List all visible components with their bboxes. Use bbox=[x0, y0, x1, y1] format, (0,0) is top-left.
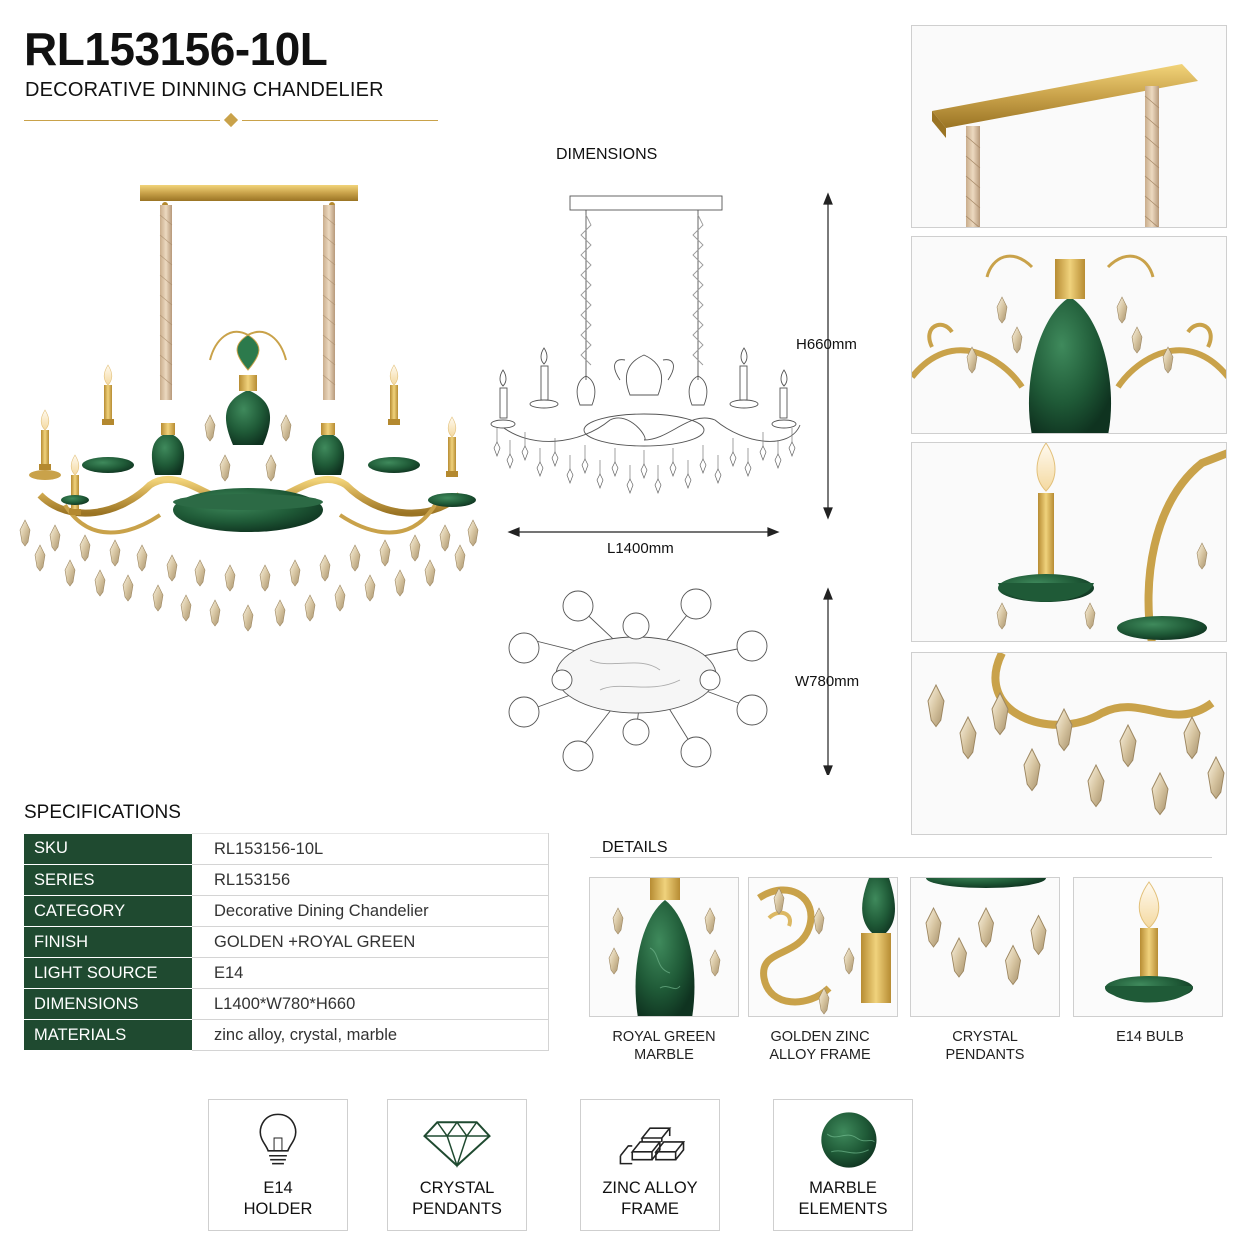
product-title: RL153156-10L bbox=[24, 23, 328, 75]
feature-card-zinc: ZINC ALLOY FRAME bbox=[580, 1099, 720, 1231]
dimensions-heading: DIMENSIONS bbox=[556, 146, 658, 163]
spec-key: CATEGORY bbox=[24, 895, 192, 927]
detail-card-bulb bbox=[1073, 877, 1223, 1017]
feature-card-marble: MARBLE ELEMENTS bbox=[773, 1099, 913, 1231]
divider-diamond-icon bbox=[223, 112, 239, 128]
detail-label-bulb: E14 BULB bbox=[1116, 1029, 1184, 1045]
bulb-icon bbox=[259, 1113, 297, 1165]
spec-key: MATERIALS bbox=[24, 1019, 192, 1051]
details-heading: DETAILS bbox=[602, 839, 668, 856]
feature-label: CRYSTAL PENDANTS bbox=[412, 1179, 502, 1218]
spec-value: Decorative Dining Chandelier bbox=[192, 895, 549, 927]
spec-key: DIMENSIONS bbox=[24, 988, 192, 1020]
closeup-marble-column-photo bbox=[911, 236, 1227, 434]
detail-label-frame: GOLDEN ZINC ALLOY FRAME bbox=[769, 1029, 871, 1063]
spec-value: L1400*W780*H660 bbox=[192, 988, 549, 1020]
spec-value: zinc alloy, crystal, marble bbox=[192, 1019, 549, 1051]
detail-label-marble: ROYAL GREEN MARBLE bbox=[612, 1029, 716, 1063]
feature-card-crystal: CRYSTAL PENDANTS bbox=[387, 1099, 527, 1231]
closeup-crystal-pendants-photo bbox=[911, 652, 1227, 835]
spec-value: RL153156 bbox=[192, 864, 549, 896]
spec-key: FINISH bbox=[24, 926, 192, 958]
product-subtitle: DECORATIVE DINNING CHANDELIER bbox=[25, 79, 384, 101]
chandelier-main-photo bbox=[19, 185, 479, 632]
feature-card-holder: E14 HOLDER bbox=[208, 1099, 348, 1231]
closeup-canopy-photo bbox=[911, 25, 1227, 228]
diamond-icon bbox=[423, 1120, 491, 1168]
dimensions-drawing bbox=[490, 192, 833, 775]
feature-label: E14 HOLDER bbox=[243, 1179, 313, 1218]
spec-value: E14 bbox=[192, 957, 549, 989]
feature-label: MARBLE ELEMENTS bbox=[798, 1179, 888, 1218]
detail-card-marble bbox=[589, 877, 739, 1017]
spec-value: RL153156-10L bbox=[192, 833, 549, 865]
feature-label: ZINC ALLOY FRAME bbox=[602, 1179, 698, 1218]
title-divider bbox=[24, 112, 438, 128]
spec-key: LIGHT SOURCE bbox=[24, 957, 192, 989]
width-dimension-label: W780mm bbox=[795, 673, 860, 690]
detail-label-crystal: CRYSTAL PENDANTS bbox=[945, 1029, 1025, 1063]
marble-sphere-icon bbox=[821, 1112, 877, 1168]
closeup-candle-photo bbox=[911, 442, 1227, 642]
spec-key: SKU bbox=[24, 833, 192, 865]
detail-card-crystal bbox=[910, 877, 1060, 1017]
spec-key: SERIES bbox=[24, 864, 192, 896]
height-dimension-label: H660mm bbox=[796, 336, 857, 353]
spec-value: GOLDEN +ROYAL GREEN bbox=[192, 926, 549, 958]
detail-card-frame bbox=[748, 877, 898, 1017]
details-divider bbox=[590, 857, 1212, 858]
ingots-icon bbox=[619, 1127, 686, 1165]
specifications-heading: SPECIFICATIONS bbox=[24, 802, 181, 823]
length-dimension-label: L1400mm bbox=[607, 540, 674, 557]
